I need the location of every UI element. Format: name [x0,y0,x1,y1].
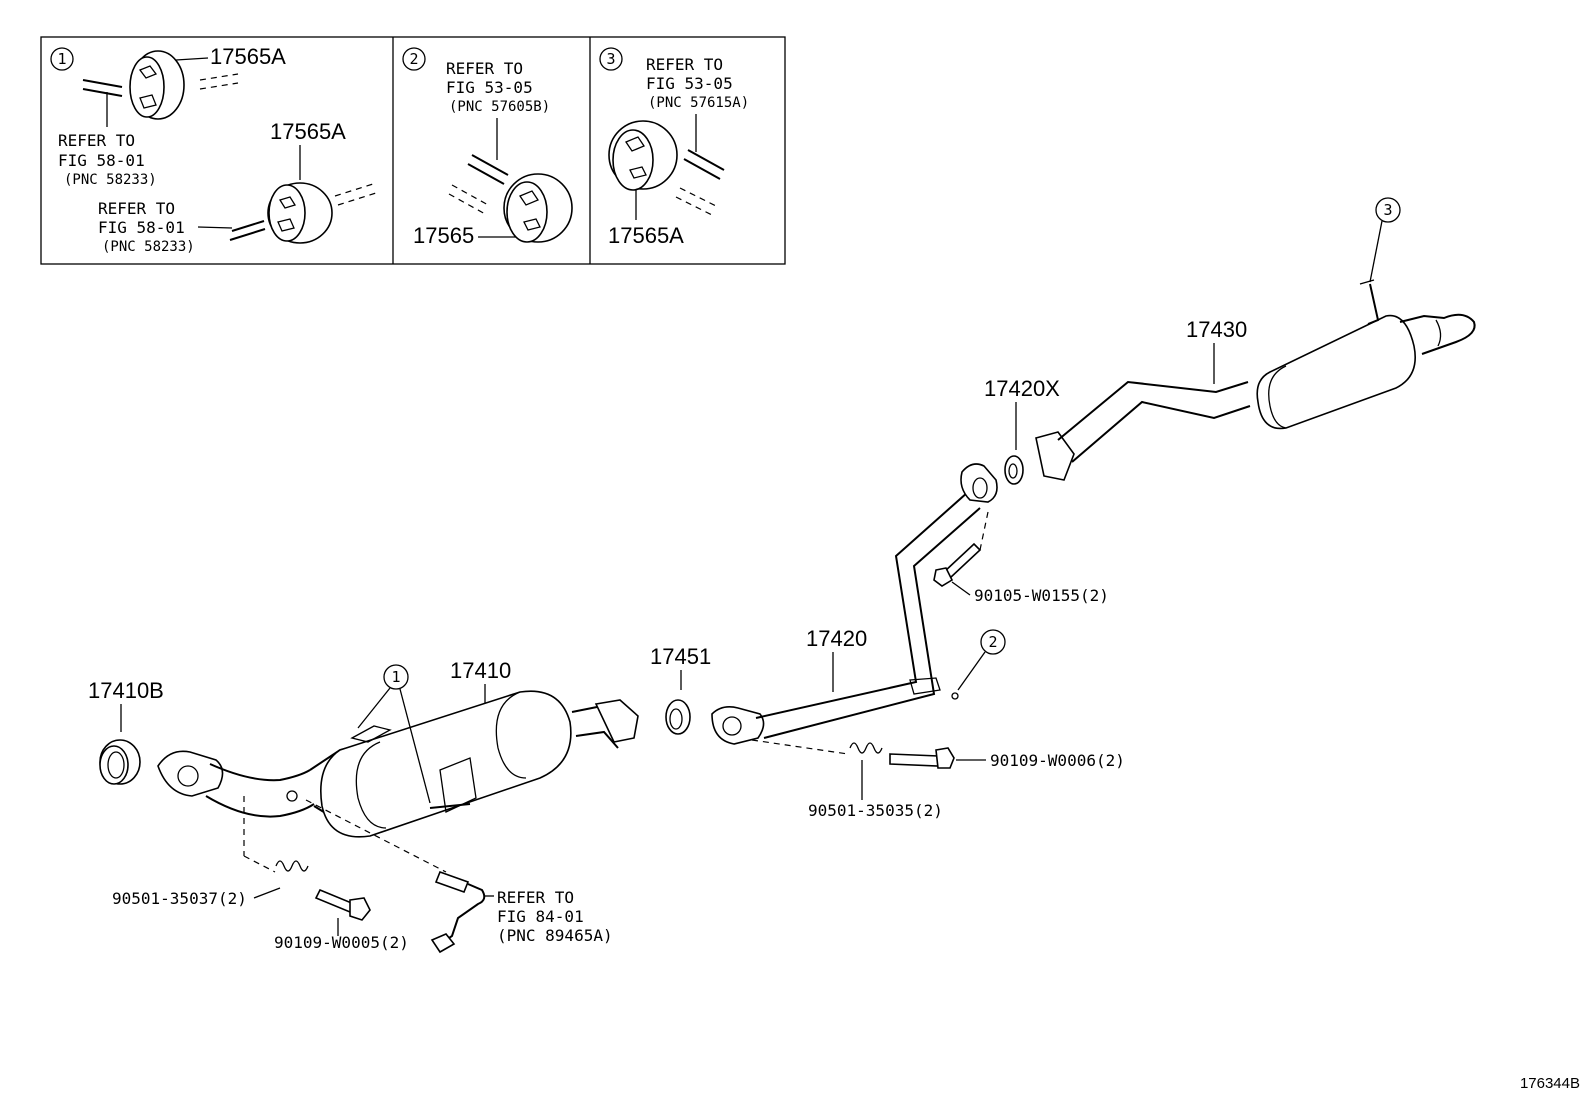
ref-note-line: (PNC 58233) [64,172,157,188]
svg-text:2: 2 [988,633,997,651]
part-label-90109-W0005: 90109-W0005(2) [274,933,409,952]
inset-2: 2 REFER TO FIG 53-05 (PNC 57605B) 17565 [402,47,573,248]
oxygen-sensor-icon [430,870,486,954]
ref-note-line: REFER TO [98,199,175,218]
gasket-ring-icon [665,699,691,735]
sensor-ref-line: REFER TO [497,888,574,907]
callout-circle-3: 3 [1375,197,1401,223]
front-pipe-converter-icon [157,690,639,838]
ref-note-line: (PNC 57615A) [648,95,749,111]
sensor-ref-line: FIG 84-01 [497,907,584,926]
ref-note-line: (PNC 58233) [102,239,195,255]
hanger-rubber-icon [129,50,185,120]
callout-circle-3: 3 [599,47,623,71]
inset-1: 1 17565A REFER TO FIG 58-01 (PNC 58233) … [50,44,377,255]
part-label-17451: 17451 [650,644,711,669]
bolt-icon [889,747,955,769]
svg-text:3: 3 [606,50,615,68]
part-label-17430: 17430 [1186,317,1247,342]
hanger-rubber-icon [608,120,678,191]
part-label-17410B: 17410B [88,678,164,703]
callout-circle-2: 2 [980,629,1006,655]
ref-note-line: REFER TO [646,55,723,74]
diagram-code: 176344B [1520,1075,1580,1092]
svg-text:1: 1 [57,50,66,68]
gasket-ring-icon [1004,455,1024,485]
inset-3: 3 REFER TO FIG 53-05 (PNC 57615A) 17565A [599,47,749,248]
ref-note-line: FIG 58-01 [98,218,185,237]
hanger-rubber-icon [503,173,573,243]
ref-note-line: FIG 53-05 [646,74,733,93]
part-label-90105-W0155: 90105-W0155(2) [974,586,1109,605]
part-label-17420: 17420 [806,626,867,651]
ref-note-line: (PNC 57605B) [449,99,550,115]
callout-circle-2: 2 [402,47,426,71]
svg-text:2: 2 [409,50,418,68]
bolt-icon [314,888,371,921]
ref-note-line: REFER TO [58,131,135,150]
part-label-90501-35037: 90501-35037(2) [112,889,247,908]
part-label-90501-35035: 90501-35035(2) [808,801,943,820]
part-label-17420X: 17420X [984,376,1060,401]
center-pipe-icon [711,463,998,745]
inset-panel [40,36,786,265]
svg-text:1: 1 [391,668,400,686]
spring-icon [849,742,883,754]
hanger-rubber-icon [267,182,333,244]
ref-note-line: REFER TO [446,59,523,78]
part-label-17565A-mid: 17565A [270,119,346,144]
spring-icon [275,860,309,872]
callout-circle-1: 1 [383,664,409,690]
part-label-90109-W0006: 90109-W0006(2) [990,751,1125,770]
gasket-ring-icon [99,739,141,785]
ref-note-line: FIG 58-01 [58,151,145,170]
ref-note-line: FIG 53-05 [446,78,533,97]
callout-circle-1: 1 [50,47,74,71]
part-label-17565A-top: 17565A [210,44,286,69]
svg-text:3: 3 [1383,201,1392,219]
bolt-icon [933,542,982,587]
sensor-ref-line: (PNC 89465A) [497,926,613,945]
part-label-17565A-inset3: 17565A [608,223,684,248]
part-label-17565: 17565 [413,223,474,248]
tail-pipe-muffler-icon [1035,279,1476,481]
part-label-17410: 17410 [450,658,511,683]
